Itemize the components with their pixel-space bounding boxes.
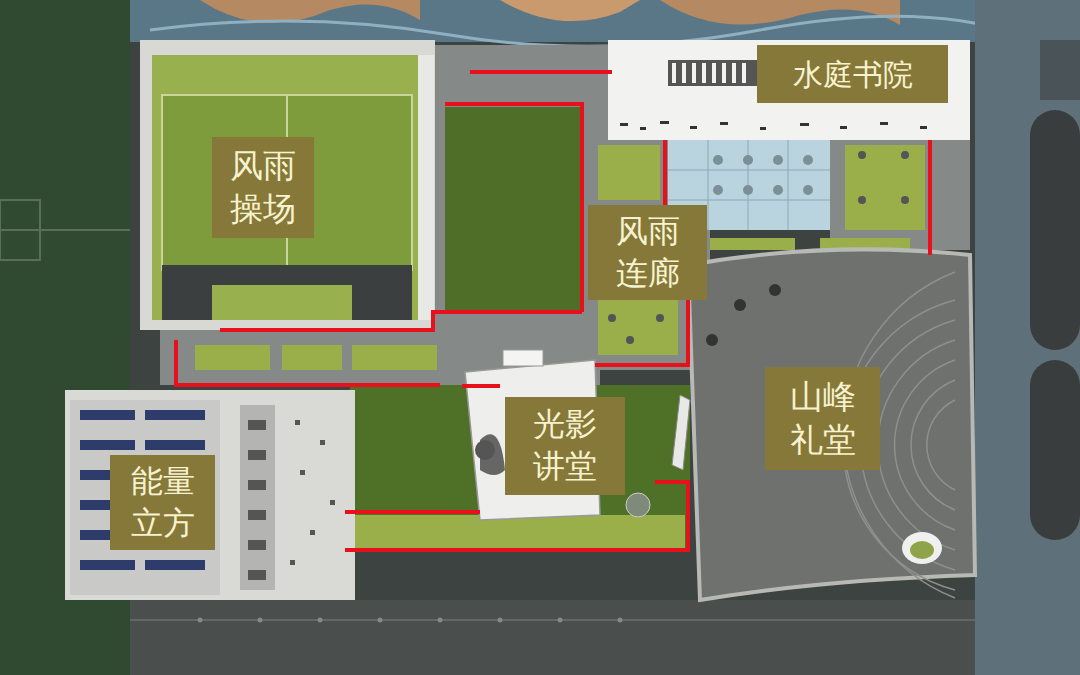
- label-box: 水庭书院: [757, 45, 948, 103]
- building-label: 山峰 礼堂: [773, 376, 872, 462]
- building-label: 风雨 连廊: [596, 211, 699, 294]
- label-box: 能量 立方: [110, 455, 215, 550]
- label-box: 光影 讲堂: [505, 397, 625, 495]
- building-label: 能量 立方: [118, 461, 207, 544]
- label-box: 风雨 操场: [212, 137, 314, 238]
- label-box: 山峰 礼堂: [765, 367, 880, 470]
- building-label: 风雨 操场: [220, 145, 306, 231]
- building-label: 光影 讲堂: [513, 404, 617, 487]
- label-box: 风雨 连廊: [588, 205, 707, 300]
- building-label: 水庭书院: [793, 55, 913, 94]
